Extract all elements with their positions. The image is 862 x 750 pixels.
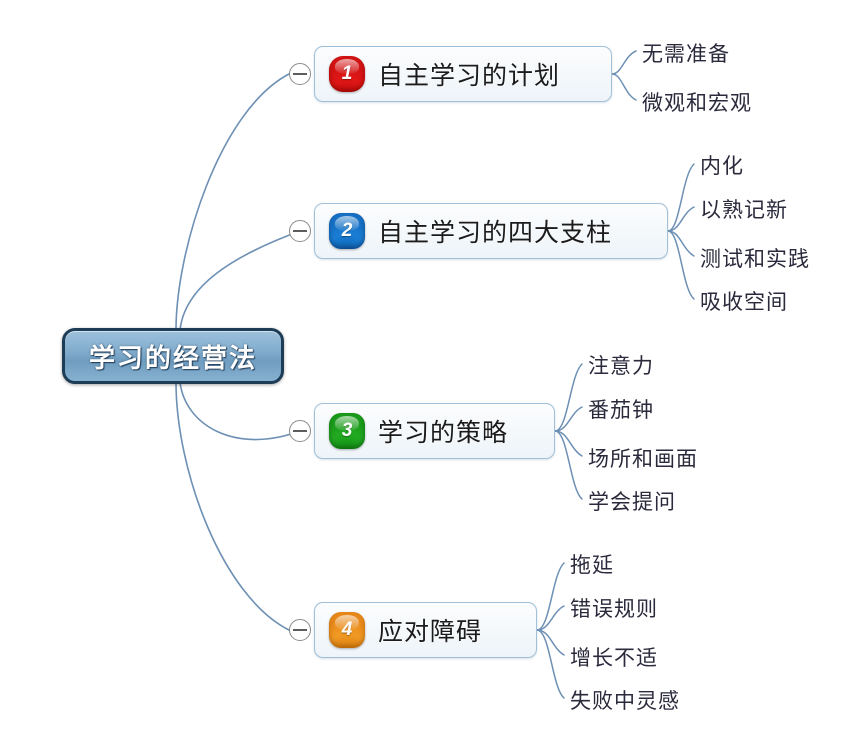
leaf-branch-3-child-1[interactable]: 注意力 bbox=[588, 355, 654, 378]
branch-3-number-badge: 3 bbox=[329, 413, 365, 449]
edge-branch-4-child-3 bbox=[536, 629, 565, 656]
edge-root-to-branch-3 bbox=[179, 381, 301, 441]
leaf-branch-4-child-4[interactable]: 失败中灵感 bbox=[570, 690, 680, 713]
leaf-branch-2-child-3[interactable]: 测试和实践 bbox=[700, 248, 810, 271]
leaf-branch-1-child-1[interactable]: 无需准备 bbox=[642, 43, 730, 66]
leaf-branch-2-child-2[interactable]: 以熟记新 bbox=[700, 199, 788, 222]
edge-root-to-branch-1 bbox=[175, 73, 290, 331]
collapse-toggle-branch-3[interactable] bbox=[289, 420, 311, 442]
edge-branch-3-child-1 bbox=[554, 363, 583, 432]
edge-branch-2-child-3 bbox=[667, 230, 695, 257]
edge-branch-3-child-3 bbox=[554, 430, 583, 457]
collapse-toggle-branch-4[interactable] bbox=[289, 619, 311, 641]
branch-node-1[interactable]: 1 自主学习的计划 bbox=[314, 46, 612, 102]
leaf-branch-2-child-4[interactable]: 吸收空间 bbox=[700, 291, 788, 314]
leaf-branch-2-child-1[interactable]: 内化 bbox=[700, 155, 744, 178]
edge-branch-2-child-2 bbox=[667, 206, 695, 232]
root-node[interactable]: 学习的经营法 bbox=[62, 328, 284, 384]
edge-root-to-branch-4 bbox=[175, 381, 290, 631]
edge-branch-4-child-1 bbox=[536, 562, 565, 631]
edge-branch-4-child-2 bbox=[536, 605, 565, 631]
leaf-branch-4-child-1[interactable]: 拖延 bbox=[570, 554, 614, 577]
edge-branch-3-child-4 bbox=[554, 430, 583, 500]
edge-branch-1-child-2 bbox=[611, 73, 637, 101]
leaf-branch-3-child-4[interactable]: 学会提问 bbox=[588, 491, 676, 514]
branch-4-number-badge: 4 bbox=[329, 612, 365, 648]
collapse-toggle-branch-1[interactable] bbox=[289, 63, 311, 85]
branch-2-label: 自主学习的四大支柱 bbox=[378, 219, 613, 247]
collapse-toggle-branch-2[interactable] bbox=[289, 220, 311, 242]
leaf-branch-1-child-2[interactable]: 微观和宏观 bbox=[642, 92, 752, 115]
edge-branch-2-child-4 bbox=[667, 230, 695, 300]
branch-1-label: 自主学习的计划 bbox=[378, 62, 561, 90]
branch-4-label: 应对障碍 bbox=[378, 618, 483, 646]
root-node-label: 学习的经营法 bbox=[88, 342, 257, 373]
leaf-branch-4-child-2[interactable]: 错误规则 bbox=[570, 598, 658, 621]
leaf-branch-3-child-3[interactable]: 场所和画面 bbox=[588, 448, 698, 471]
edge-branch-4-child-4 bbox=[536, 629, 565, 699]
branch-node-2[interactable]: 2 自主学习的四大支柱 bbox=[314, 203, 668, 259]
leaf-branch-4-child-3[interactable]: 增长不适 bbox=[570, 647, 658, 670]
branch-node-4[interactable]: 4 应对障碍 bbox=[314, 602, 537, 658]
edge-root-to-branch-2 bbox=[179, 230, 301, 331]
edge-branch-1-child-1 bbox=[611, 50, 637, 75]
branch-2-number-badge: 2 bbox=[329, 213, 365, 249]
edge-branch-3-child-2 bbox=[554, 406, 583, 432]
edge-branch-2-child-1 bbox=[667, 163, 695, 232]
leaf-branch-3-child-2[interactable]: 番茄钟 bbox=[588, 399, 654, 422]
branch-node-3[interactable]: 3 学习的策略 bbox=[314, 403, 555, 459]
branch-3-label: 学习的策略 bbox=[378, 419, 509, 447]
branch-1-number-badge: 1 bbox=[329, 56, 365, 92]
